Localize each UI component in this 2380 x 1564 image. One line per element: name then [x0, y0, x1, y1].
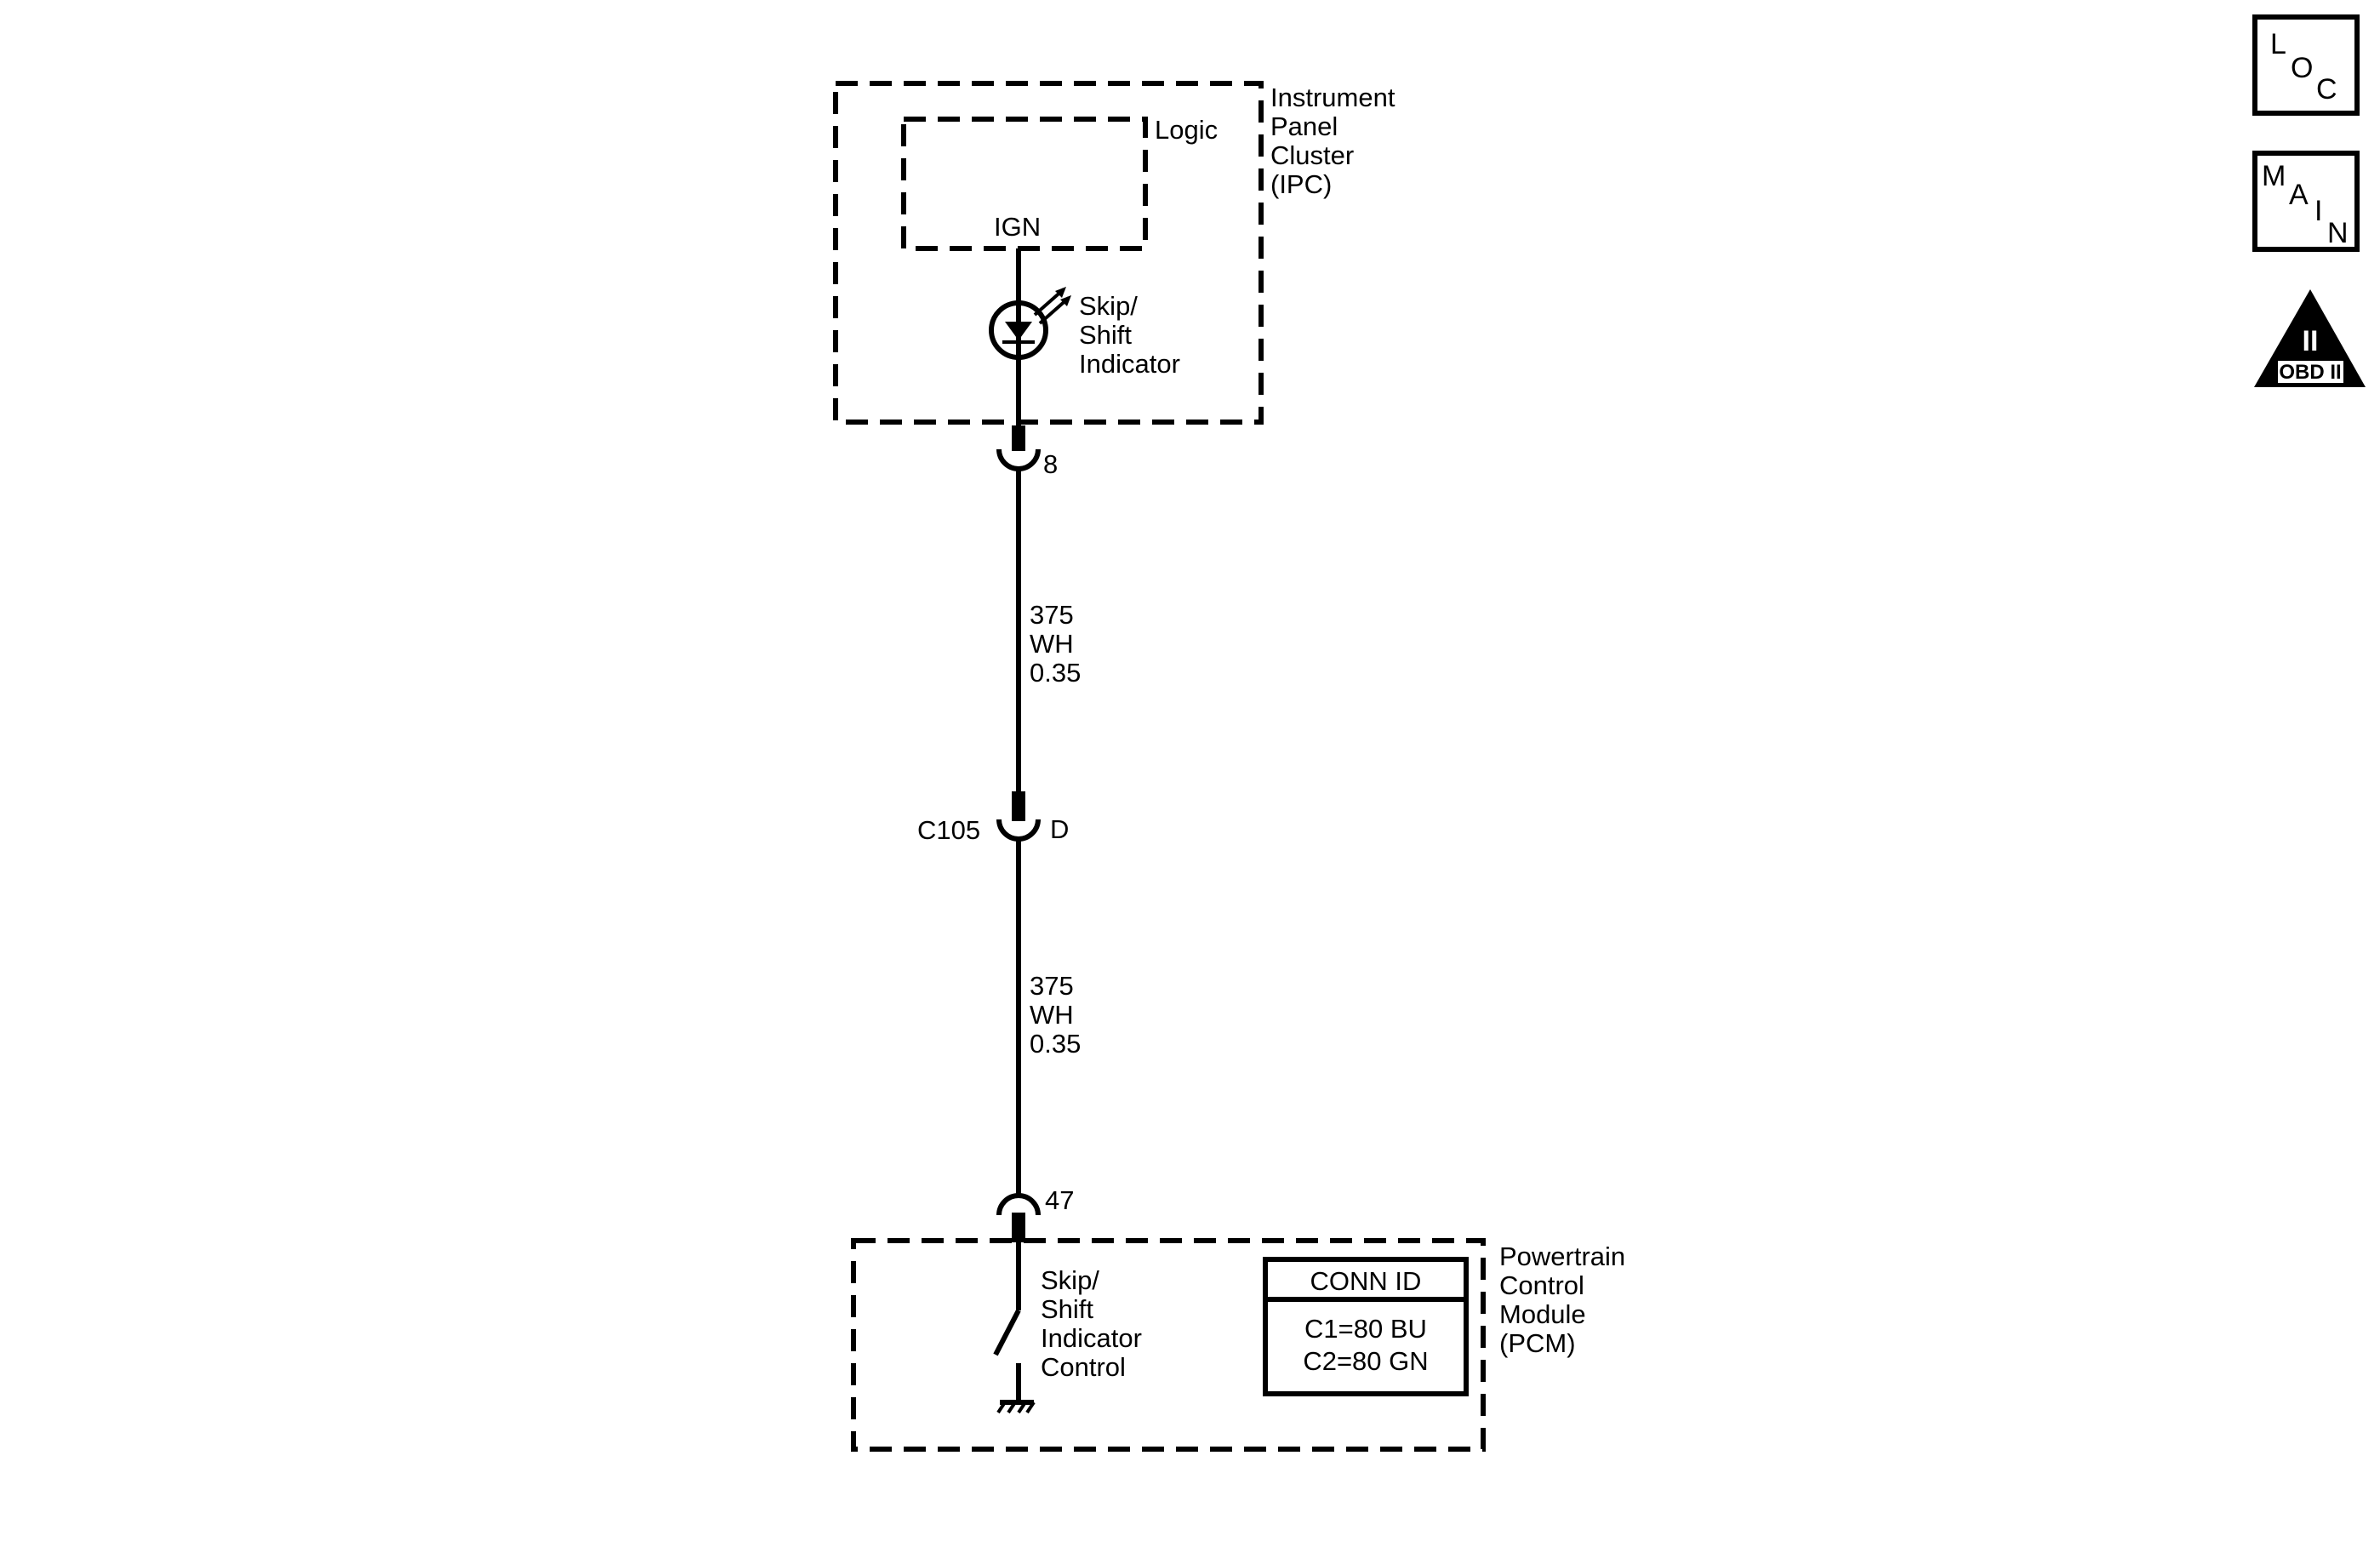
svg-text:375: 375	[1030, 600, 1074, 630]
pcm-label: Powertrain Control Module (PCM)	[1499, 1241, 1625, 1358]
connector-c105	[996, 791, 1041, 842]
svg-text:Indicator: Indicator	[1079, 349, 1180, 379]
conn-id-row: C2=80 GN	[1303, 1346, 1428, 1376]
connector-pin-47	[996, 1193, 1041, 1242]
svg-text:II: II	[2303, 325, 2319, 357]
svg-text:Panel: Panel	[1270, 111, 1338, 141]
svg-text:Indicator: Indicator	[1041, 1323, 1142, 1353]
connector-pin-8	[996, 425, 1041, 471]
svg-text:375: 375	[1030, 971, 1074, 1001]
wire-lower-label: 375 WH 0.35	[1030, 971, 1081, 1059]
svg-text:O: O	[2291, 52, 2313, 84]
svg-text:Shift: Shift	[1079, 320, 1132, 350]
svg-text:WH: WH	[1030, 629, 1074, 659]
svg-text:OBD II: OBD II	[2279, 361, 2341, 384]
loc-icon[interactable]: L O C	[2252, 14, 2360, 116]
svg-text:Control: Control	[1499, 1270, 1584, 1300]
ground-icon	[996, 1400, 1036, 1414]
conn-id-title: CONN ID	[1310, 1266, 1422, 1296]
svg-text:Shift: Shift	[1041, 1294, 1093, 1324]
svg-text:A: A	[2289, 179, 2309, 211]
c105-label: C105	[917, 815, 980, 845]
svg-text:Skip/: Skip/	[1041, 1265, 1099, 1295]
logic-block	[901, 117, 1148, 251]
svg-text:Control: Control	[1041, 1352, 1126, 1382]
logic-label: Logic	[1155, 115, 1218, 145]
svg-text:I: I	[2314, 195, 2322, 227]
svg-text:WH: WH	[1030, 1000, 1074, 1030]
svg-text:L: L	[2270, 28, 2286, 60]
lamp-label: Skip/ Shift Indicator	[1079, 291, 1180, 379]
wire-upper-label: 375 WH 0.35	[1030, 600, 1081, 688]
ipc-label: Instrument Panel Cluster (IPC)	[1270, 83, 1395, 199]
conn-id-row: C1=80 BU	[1304, 1314, 1427, 1344]
ign-label: IGN	[994, 212, 1041, 242]
pin-47-label: 47	[1045, 1185, 1074, 1215]
svg-text:(IPC): (IPC)	[1270, 169, 1332, 199]
svg-text:(PCM): (PCM)	[1499, 1328, 1576, 1358]
svg-text:Cluster: Cluster	[1270, 140, 1354, 170]
led-indicator-icon	[989, 287, 1071, 360]
switch-label: Skip/ Shift Indicator Control	[1041, 1265, 1142, 1382]
pcm-boundary	[851, 1238, 1486, 1452]
conn-id-table: CONN ID C1=80 BU C2=80 GN	[1263, 1257, 1469, 1396]
pin-8-label: 8	[1043, 449, 1058, 479]
svg-text:C: C	[2316, 73, 2337, 106]
c105-pin-label: D	[1050, 814, 1069, 844]
svg-text:0.35: 0.35	[1030, 1029, 1081, 1059]
svg-text:0.35: 0.35	[1030, 658, 1081, 688]
main-icon[interactable]: M A I N	[2252, 151, 2360, 252]
ipc-boundary	[833, 81, 1264, 425]
svg-text:M: M	[2262, 160, 2286, 192]
obd-ii-icon[interactable]: II OBD II	[2254, 289, 2366, 387]
svg-text:Instrument: Instrument	[1270, 83, 1395, 112]
svg-text:Skip/: Skip/	[1079, 291, 1138, 321]
svg-text:N: N	[2327, 217, 2349, 249]
switch-icon	[993, 1241, 1021, 1402]
svg-text:Module: Module	[1499, 1299, 1586, 1329]
svg-text:Powertrain: Powertrain	[1499, 1241, 1625, 1271]
